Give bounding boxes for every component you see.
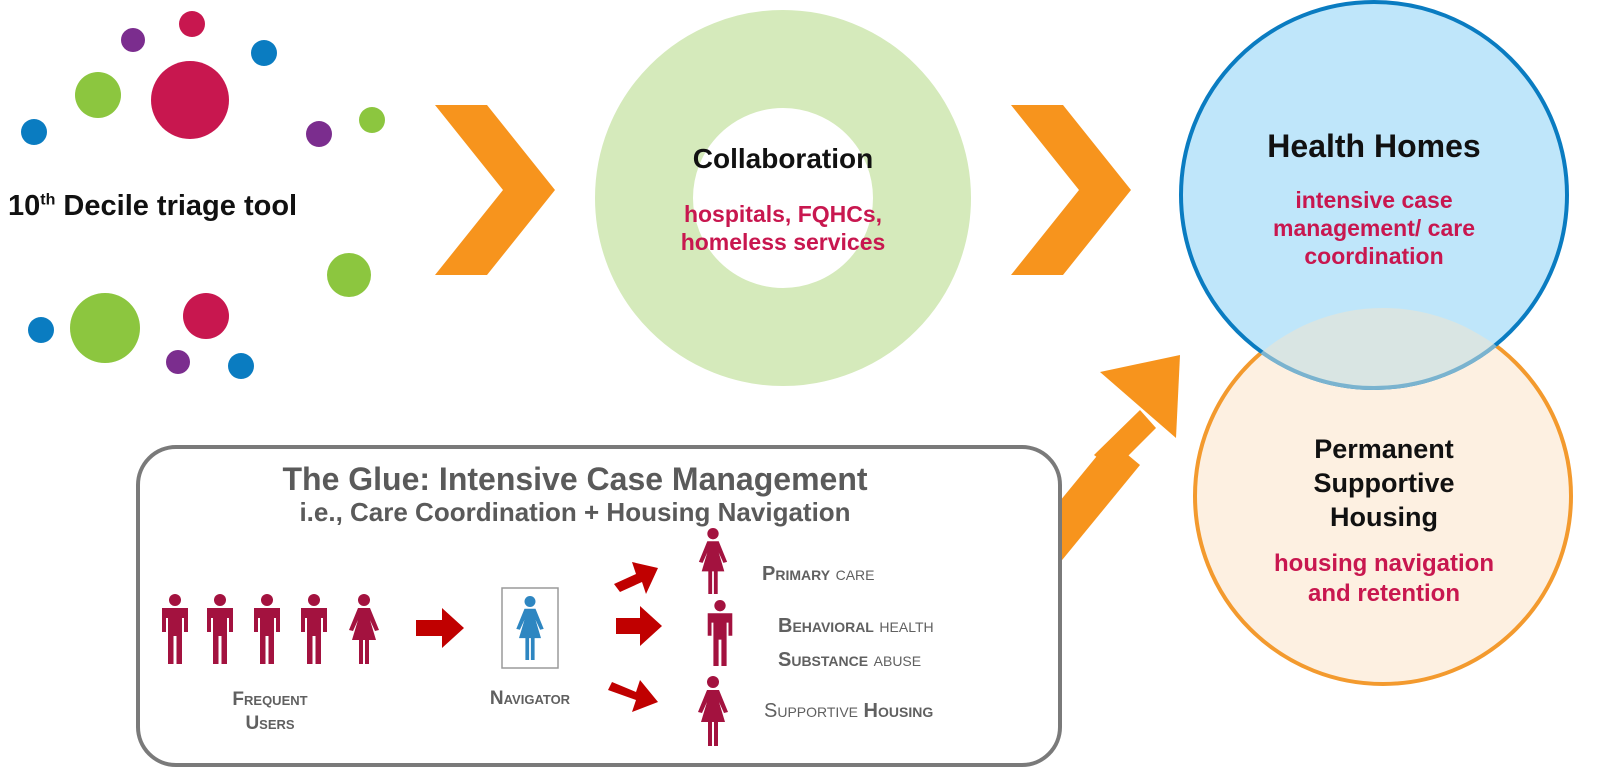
collaboration-line-1: hospitals, FQHCs,: [683, 201, 883, 227]
psh-title: Permanent Supportive Housing: [1234, 432, 1534, 534]
psh-title-line-3: Housing: [1330, 502, 1438, 532]
supportive-housing-label: Supportive Housing: [764, 700, 934, 722]
dot-magenta-small-1: [179, 11, 205, 37]
dot-blue-3: [28, 317, 54, 343]
arrow-to-behavioral: [616, 606, 662, 646]
psh-details: housing navigation and retention: [1234, 549, 1534, 609]
health-homes-details: intensive case management/ care coordina…: [1224, 186, 1524, 270]
primary-care-label: Primary care: [762, 563, 875, 585]
chevron-arrow-2: [1011, 105, 1131, 275]
navigator-person: [516, 596, 544, 660]
frequent-user-person-4: [301, 594, 327, 664]
supportive-housing-person: [698, 676, 728, 746]
substance-abuse-label: Substance abuse: [778, 649, 922, 671]
dot-green-2: [359, 107, 385, 133]
health-homes-line-2: management/ care: [1273, 215, 1475, 241]
dot-magenta-large-1: [151, 61, 229, 139]
frequent-user-person-2: [207, 594, 233, 664]
frequent-users-line-1: Frequent: [232, 689, 308, 710]
dot-green-3: [327, 253, 371, 297]
glue-box: [136, 445, 1062, 767]
health-homes-line-3: coordination: [1304, 243, 1444, 269]
navigator-label: Navigator: [489, 688, 571, 709]
collaboration-line-2: homeless services: [680, 229, 886, 255]
arrow-users-to-navigator: [416, 608, 464, 648]
collaboration-title: Collaboration: [692, 143, 874, 174]
psh-line-1: housing navigation: [1274, 550, 1494, 577]
arrow-to-primary: [614, 562, 658, 594]
frequent-users-line-2: Users: [245, 713, 295, 734]
behavioral-health-person: [707, 600, 733, 666]
glue-title: The Glue: Intensive Case Management: [282, 461, 868, 497]
dot-green-large: [70, 293, 140, 363]
arrow-to-housing: [608, 680, 658, 712]
chevron-arrow-1: [435, 105, 555, 275]
psh-title-line-2: Supportive: [1313, 468, 1455, 498]
frequent-user-person-1: [162, 594, 188, 664]
red-arrows: [416, 562, 662, 712]
collaboration-details: hospitals, FQHCs, homeless services: [633, 200, 933, 256]
collaboration-ring: [595, 10, 971, 386]
dot-purple-3: [166, 350, 190, 374]
dot-blue-4: [228, 353, 254, 379]
frequent-user-person-5: [349, 594, 379, 664]
circles-overlap: [1195, 308, 1569, 390]
dot-blue-1: [251, 40, 277, 66]
triage-label: 10th Decile triage tool: [8, 190, 298, 222]
frequent-users-label: Frequent Users: [190, 688, 350, 736]
behavioral-health-label: Behavioral health: [778, 615, 934, 637]
people-group: [162, 528, 733, 746]
health-homes-title: Health Homes: [1267, 128, 1481, 164]
psh-line-2: and retention: [1307, 580, 1460, 607]
psh-title-line-1: Permanent: [1314, 434, 1454, 464]
dot-magenta-2: [183, 293, 229, 339]
glue-subtitle: i.e., Care Coordination + Housing Naviga…: [299, 497, 851, 527]
dot-purple-1: [121, 28, 145, 52]
health-homes-line-1: intensive case: [1295, 187, 1453, 213]
primary-care-person: [698, 528, 728, 594]
triage-dots: [21, 11, 385, 379]
dot-green-1: [75, 72, 121, 118]
dot-purple-2: [306, 121, 332, 147]
dot-blue-2: [21, 119, 47, 145]
frequent-user-person-3: [254, 594, 280, 664]
